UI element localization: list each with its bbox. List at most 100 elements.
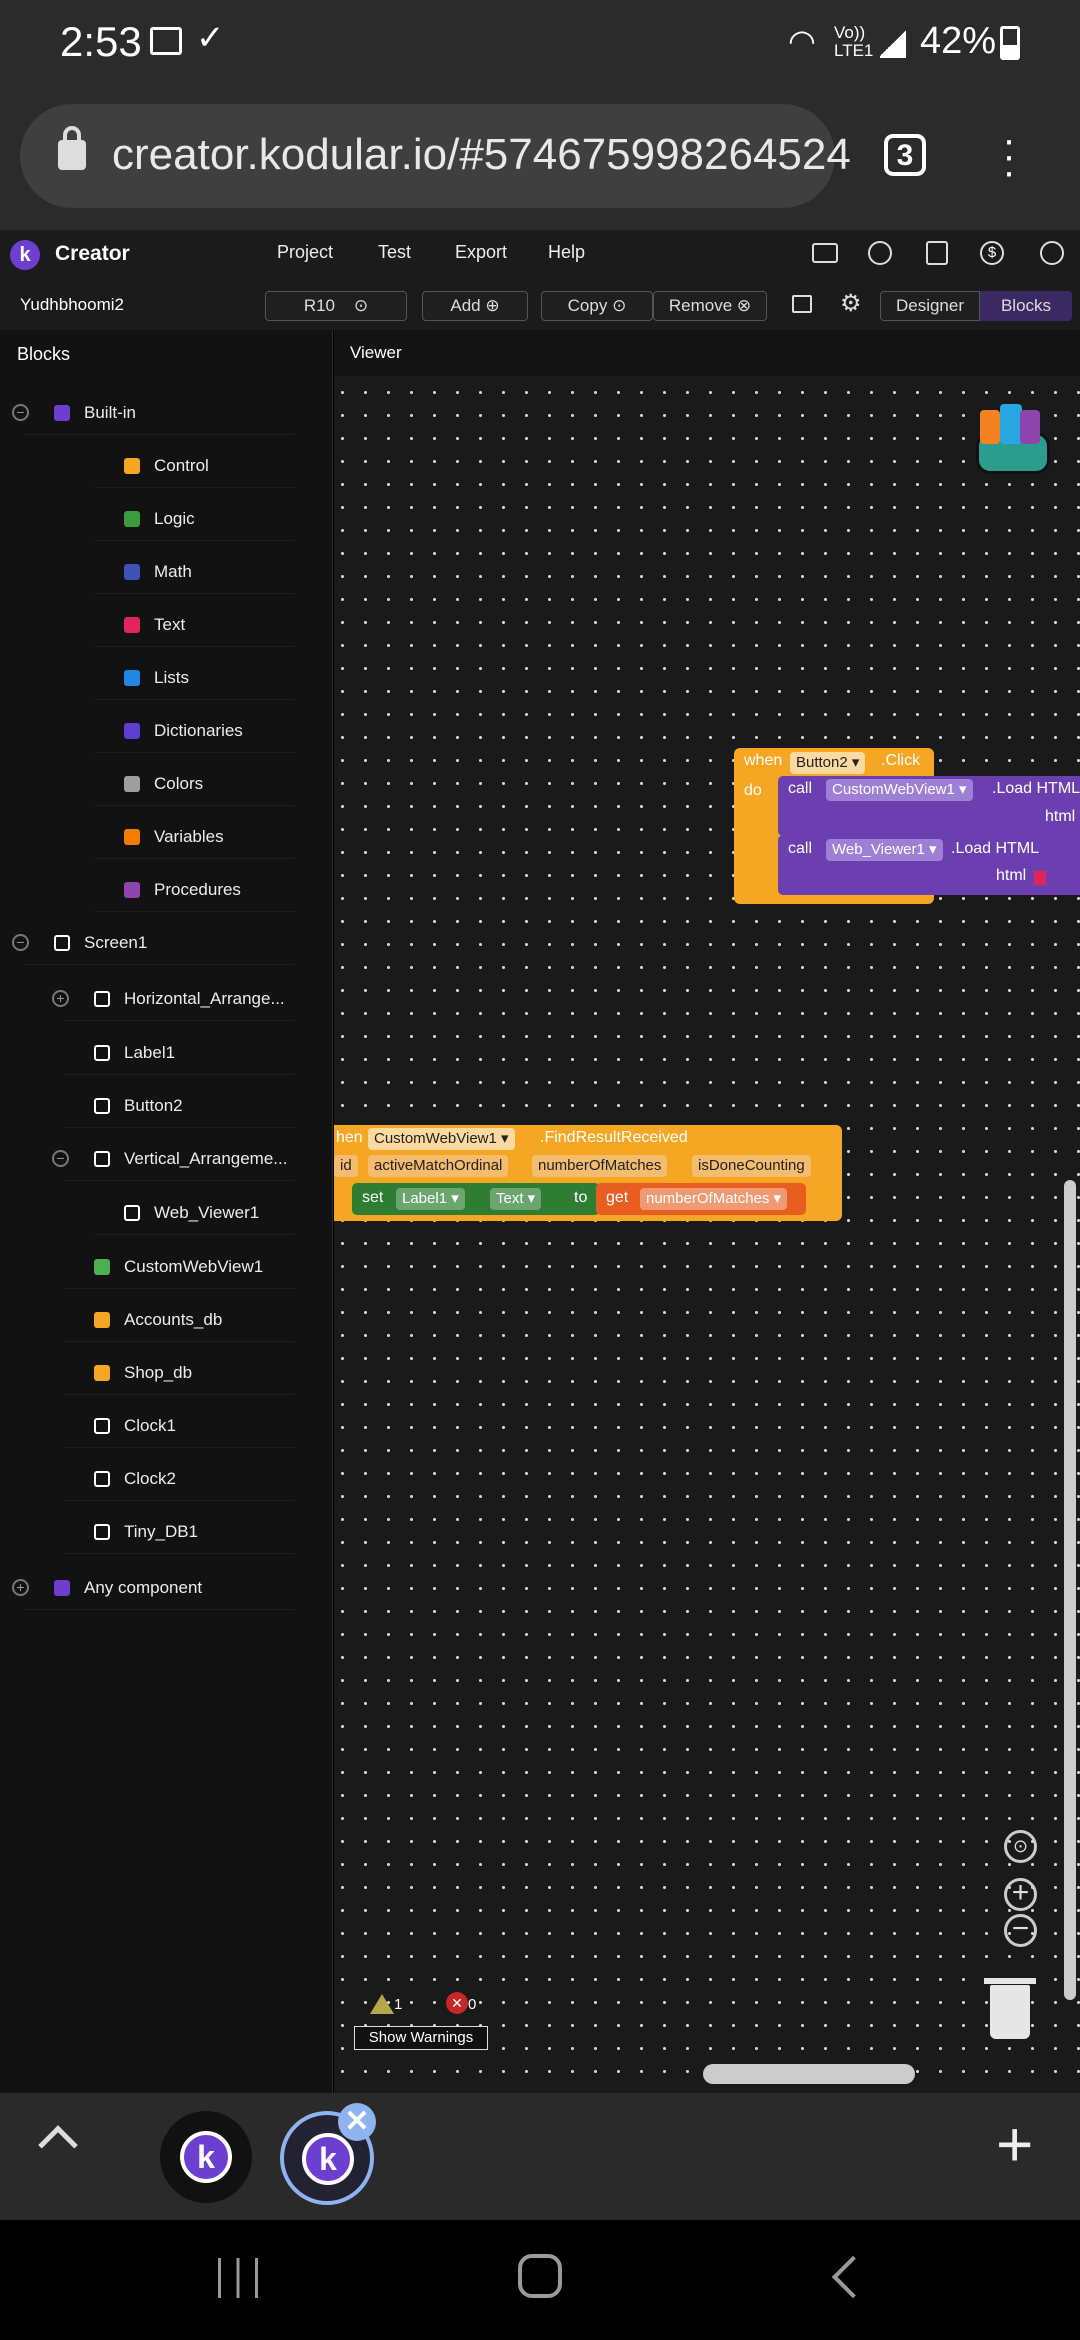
tree-item-web-viewer1[interactable]: Web_Viewer1	[94, 1191, 294, 1235]
param-id[interactable]: id	[334, 1155, 358, 1177]
tree-item-lists[interactable]: Lists	[94, 656, 294, 700]
documents-icon[interactable]	[926, 241, 948, 265]
set-block-label1-text[interactable]: set Label1 ▾ Text ▾ to	[352, 1183, 600, 1215]
chevron-up-icon[interactable]	[38, 2125, 78, 2165]
tree-item-shop-db[interactable]: Shop_db	[64, 1351, 294, 1395]
tree-item-horizontal-arrangement[interactable]: +Horizontal_Arrange...	[52, 977, 294, 1021]
error-icon: ✕	[446, 1992, 468, 2014]
variables-icon	[124, 829, 140, 845]
menu-test[interactable]: Test	[378, 242, 412, 262]
project-toolbar: Yudhbhoomi2 R10 ⊙ Add ⊕ Copy ⊙ Remove ⊗ …	[0, 280, 1080, 330]
param-isdonecounting[interactable]: isDoneCounting	[692, 1155, 811, 1177]
component-dropdown[interactable]: Button2 ▾	[790, 752, 866, 774]
screen-selector[interactable]: R10 ⊙	[265, 291, 407, 321]
folder-icon[interactable]	[812, 243, 838, 263]
tree-item-clock1[interactable]: Clock1	[64, 1404, 294, 1448]
trash-icon[interactable]	[990, 1985, 1030, 2039]
tree-item-label: Text	[154, 615, 186, 634]
expand-icon[interactable]: +	[12, 1579, 29, 1596]
settings-icon[interactable]: ⚙	[840, 290, 862, 317]
more-menu-icon[interactable]: ···	[1002, 118, 1016, 194]
add-screen-button[interactable]: Add ⊕	[422, 291, 528, 321]
menu-project[interactable]: Project	[277, 242, 334, 262]
blocks-workspace[interactable]: Viewer when Button2 ▾ .Click do call Cus…	[334, 330, 1080, 2093]
call-block-webviewer-loadhtml[interactable]: call Web_Viewer1 ▾ .Load HTML html	[778, 835, 1080, 895]
designer-tab[interactable]: Designer	[880, 291, 980, 321]
tree-item-procedures[interactable]: Procedures	[94, 868, 294, 912]
home-icon[interactable]	[518, 2254, 562, 2298]
signal-icon	[880, 28, 906, 58]
wifi-icon: ◠	[788, 23, 816, 59]
battery-percent: 42%	[920, 20, 997, 62]
tree-item-colors[interactable]: Colors	[94, 762, 294, 806]
remove-screen-button[interactable]: Remove ⊗	[653, 291, 767, 321]
component-dropdown[interactable]: CustomWebView1 ▾	[826, 779, 973, 801]
expand-icon[interactable]: +	[52, 990, 69, 1007]
tree-item-dictionaries[interactable]: Dictionaries	[94, 709, 294, 753]
image-icon[interactable]	[792, 295, 812, 313]
tree-item-variables[interactable]: Variables	[94, 815, 294, 859]
collapse-icon[interactable]: −	[12, 934, 29, 951]
variable-dropdown[interactable]: numberOfMatches ▾	[640, 1188, 788, 1210]
show-warnings-button[interactable]: Show Warnings	[354, 2026, 488, 2050]
zoom-in-button[interactable]: +	[1004, 1878, 1037, 1911]
viewer-title: Viewer	[334, 330, 1080, 376]
component-dropdown[interactable]: CustomWebView1 ▾	[368, 1128, 515, 1150]
new-tab-icon[interactable]: +	[996, 2108, 1034, 2180]
menu-export[interactable]: Export	[455, 242, 508, 262]
menu-help[interactable]: Help	[548, 242, 586, 262]
horizontal-scrollbar[interactable]	[703, 2064, 915, 2084]
component-dropdown[interactable]: Label1 ▾	[396, 1188, 465, 1210]
warnings-count: 1	[394, 1996, 403, 2013]
event-block-findresultreceived[interactable]: hen CustomWebView1 ▾ .FindResultReceived…	[334, 1125, 842, 1221]
tree-item-customwebview1[interactable]: CustomWebView1	[64, 1245, 294, 1289]
copy-icon: ⊙	[612, 296, 627, 315]
tab-thumbnail[interactable]: k	[160, 2111, 252, 2203]
tree-item-label: CustomWebView1	[124, 1257, 264, 1276]
vertical-scrollbar[interactable]	[1064, 1180, 1076, 2000]
tree-item-control[interactable]: Control	[94, 444, 294, 488]
recenter-button[interactable]: ⊙	[1004, 1830, 1037, 1863]
call-block-customwebview-loadhtml[interactable]: call CustomWebView1 ▾ .Load HTML html	[778, 776, 1080, 836]
zoom-out-button[interactable]: −	[1004, 1914, 1037, 1947]
tree-item-tiny-db1[interactable]: Tiny_DB1	[64, 1510, 294, 1554]
tree-item-vertical-arrangement[interactable]: −Vertical_Arrangeme...	[52, 1137, 294, 1181]
logic-icon	[124, 511, 140, 527]
copy-screen-button[interactable]: Copy ⊙	[541, 291, 653, 321]
backpack-icon[interactable]	[968, 398, 1052, 480]
tree-item-button2[interactable]: Button2	[64, 1084, 294, 1128]
tree-item-label: Control	[154, 456, 209, 475]
tab-count-button[interactable]: 3	[884, 134, 926, 176]
palette-icon[interactable]	[868, 241, 892, 265]
collapse-icon[interactable]: −	[52, 1150, 69, 1167]
url-field[interactable]: creator.kodular.io/#574675998264524	[20, 104, 851, 208]
tree-item-label: Shop_db	[124, 1363, 193, 1382]
tree-item-label1[interactable]: Label1	[64, 1031, 294, 1075]
tree-item-screen1[interactable]: −Screen1	[12, 921, 294, 965]
dollar-icon[interactable]: $	[980, 241, 1004, 265]
get-block-numberofmatches[interactable]: get numberOfMatches ▾	[596, 1183, 806, 1215]
tree-item-accounts-db[interactable]: Accounts_db	[64, 1298, 294, 1342]
recent-apps-icon[interactable]	[218, 2258, 258, 2298]
kodular-logo[interactable]: k	[10, 240, 40, 270]
close-tab-icon[interactable]: ✕	[338, 2103, 376, 2141]
tree-item-math[interactable]: Math	[94, 550, 294, 594]
gallery-icon	[150, 27, 182, 55]
collapse-icon[interactable]: −	[12, 404, 29, 421]
tree-item-clock2[interactable]: Clock2	[64, 1457, 294, 1501]
remove-icon: ⊗	[736, 296, 752, 315]
tree-item-text[interactable]: Text	[94, 603, 294, 647]
component-dropdown[interactable]: Web_Viewer1 ▾	[826, 839, 943, 861]
property-dropdown[interactable]: Text ▾	[490, 1188, 542, 1210]
tree-item-logic[interactable]: Logic	[94, 497, 294, 541]
tree-item-built-in[interactable]: −Built-in	[12, 391, 294, 435]
account-icon[interactable]	[1040, 241, 1064, 265]
param-numberofmatches[interactable]: numberOfMatches	[532, 1155, 668, 1177]
param-activematchordinal[interactable]: activeMatchOrdinal	[368, 1155, 509, 1177]
blocks-tab[interactable]: Blocks	[980, 291, 1072, 321]
active-tab-thumbnail[interactable]: k	[280, 2111, 374, 2205]
lock-icon[interactable]	[58, 140, 86, 170]
back-icon[interactable]	[831, 2255, 875, 2299]
blocks-panel-title: Blocks	[17, 344, 71, 364]
tree-item-any-component[interactable]: +Any component	[12, 1566, 294, 1610]
